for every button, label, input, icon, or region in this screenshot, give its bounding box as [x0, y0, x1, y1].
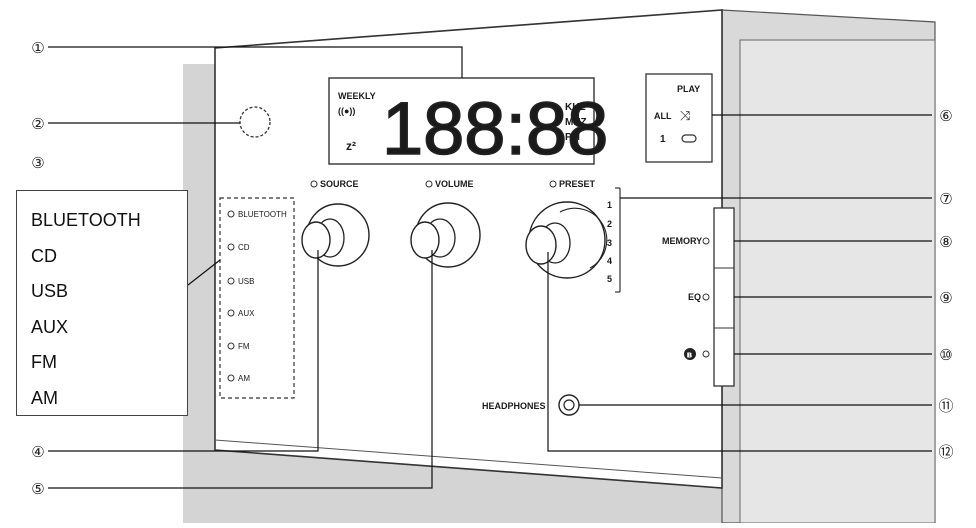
lcd-mhz: MHZ: [565, 117, 587, 128]
callout-2: ②: [31, 115, 44, 133]
source-knob-label: SOURCE: [320, 179, 359, 189]
bluetooth-icon: [684, 348, 696, 360]
source-legend: BLUETOOTH CD USB AUX FM AM: [16, 190, 188, 416]
bluetooth-symbol: ʙ: [687, 351, 693, 361]
indicator-fm: FM: [238, 342, 250, 351]
callout-1: ①: [31, 39, 44, 57]
remote-sensor: [239, 106, 271, 138]
legend-am: AM: [31, 387, 58, 408]
callouts: ① ② ③ ④ ⑤ ⑥ ⑦ ⑧ ⑨ ⑩ ⑪ ⑫: [31, 39, 953, 498]
eq-button[interactable]: [714, 270, 734, 326]
callout-4: ④: [31, 443, 44, 461]
volume-knob-label: VOLUME: [435, 179, 474, 189]
legend-aux: AUX: [31, 316, 69, 337]
legend-fm: FM: [31, 352, 57, 372]
repeat-icon: [681, 134, 697, 143]
indicator-bluetooth: BLUETOOTH: [238, 210, 287, 219]
source-indicators: BLUETOOTH CD USB AUX FM AM: [227, 210, 287, 383]
legend-cd: CD: [31, 245, 57, 266]
device-side-inset: [739, 39, 936, 524]
preset-number-3: 3: [607, 238, 612, 248]
bluetooth-button[interactable]: [714, 330, 734, 384]
callout-12: ⑫: [938, 443, 953, 461]
callout-10: ⑩: [939, 346, 952, 364]
legend-bluetooth: BLUETOOTH: [31, 210, 141, 230]
headphones-jack[interactable]: [558, 394, 580, 416]
lcd-khz: KHZ: [565, 102, 586, 113]
eq-button-label: EQ: [688, 292, 701, 302]
legend-usb: USB: [31, 281, 69, 301]
shuffle-icon: ⤨: [680, 108, 691, 123]
preset-number-1: 1: [607, 200, 612, 210]
callout-5: ⑤: [31, 480, 44, 498]
memory-button-label: MEMORY: [662, 236, 702, 246]
lcd-digits: 188:88: [382, 87, 608, 170]
lcd-sleep-icon: z²: [346, 139, 356, 153]
play-label: PLAY: [677, 84, 700, 94]
play-all-label: ALL: [654, 111, 672, 121]
play-one-label: 1: [660, 134, 666, 145]
callout-6: ⑥: [939, 107, 952, 125]
indicator-aux: AUX: [238, 309, 255, 318]
callout-9: ⑨: [939, 289, 952, 307]
source-indicator-box: [219, 197, 295, 399]
callout-3: ③: [31, 154, 44, 172]
callout-11: ⑪: [938, 397, 953, 415]
indicator-am: AM: [238, 374, 250, 383]
preset-number-4: 4: [607, 256, 612, 266]
indicator-usb: USB: [238, 277, 254, 286]
lcd-pm: PM: [565, 132, 580, 143]
lcd-weekly: WEEKLY: [338, 91, 376, 101]
callout-8: ⑧: [939, 233, 952, 251]
leader-lines: [48, 46, 932, 489]
source-knob[interactable]: [301, 203, 370, 267]
preset-number-2: 2: [607, 219, 612, 229]
preset-number-5: 5: [607, 274, 612, 284]
preset-knob-label: PRESET: [559, 179, 596, 189]
callout-7: ⑦: [939, 190, 952, 208]
play-mode-panel: [645, 73, 713, 163]
headphones-label: HEADPHONES: [482, 401, 546, 411]
lcd-alarm-icon: ((●)): [338, 106, 355, 116]
memory-button[interactable]: [714, 210, 734, 266]
indicator-cd: CD: [238, 243, 250, 252]
front-bottom-edge: [214, 439, 723, 479]
